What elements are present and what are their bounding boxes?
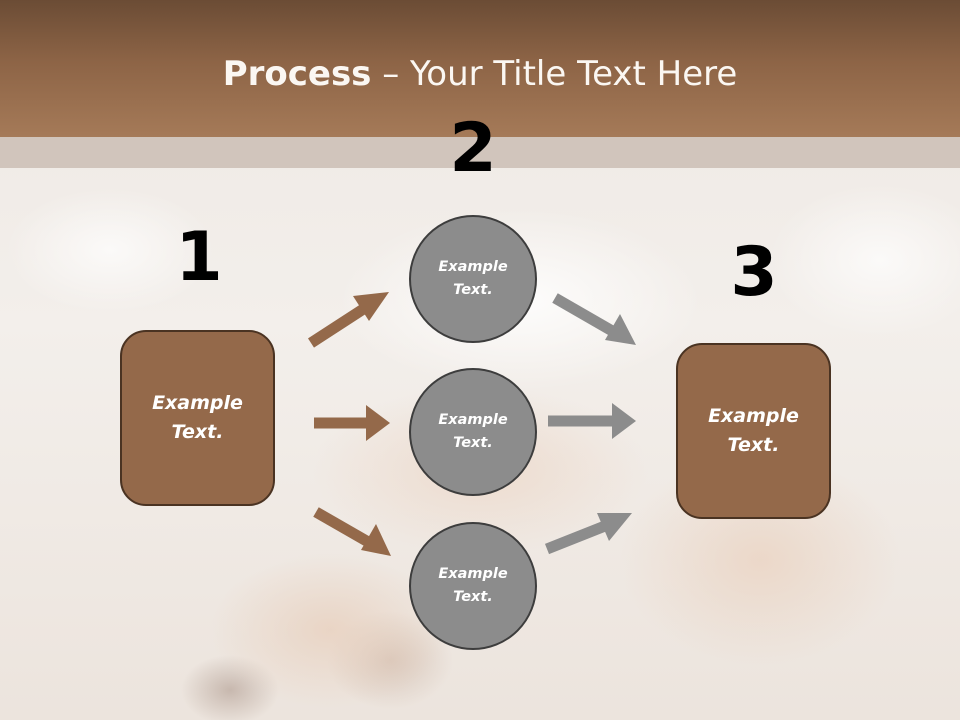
title-rest: – Your Title Text Here [371,54,738,94]
process-circle-bottom[interactable]: Example Text. [409,522,537,650]
process-box-right[interactable]: Example Text. [676,343,831,519]
arrow-top-to-right [552,293,636,345]
process-circle-top[interactable]: Example Text. [409,215,537,343]
slide-title: Process – Your Title Text Here [0,52,960,96]
step-number-2: 2 [449,109,497,188]
step-number-3: 3 [730,233,778,312]
process-circle-top-text: Example Text. [438,259,508,298]
arrow-left-to-bottom [313,507,391,556]
arrow-bottom-to-right [544,513,632,555]
arrow-left-to-middle [314,405,390,441]
arrow-left-to-top [308,292,389,348]
process-box-left[interactable]: Example Text. [120,330,275,506]
process-circle-middle[interactable]: Example Text. [409,368,537,496]
process-circle-bottom-text: Example Text. [438,566,508,605]
step-number-1: 1 [175,218,223,297]
title-banner-band [0,137,960,168]
process-circle-middle-text: Example Text. [438,412,508,451]
arrow-middle-to-right [548,403,636,439]
title-bold: Process [222,54,372,94]
process-box-left-text: Example Text. [152,392,243,443]
title-banner [0,0,960,137]
process-box-right-text: Example Text. [708,405,799,456]
